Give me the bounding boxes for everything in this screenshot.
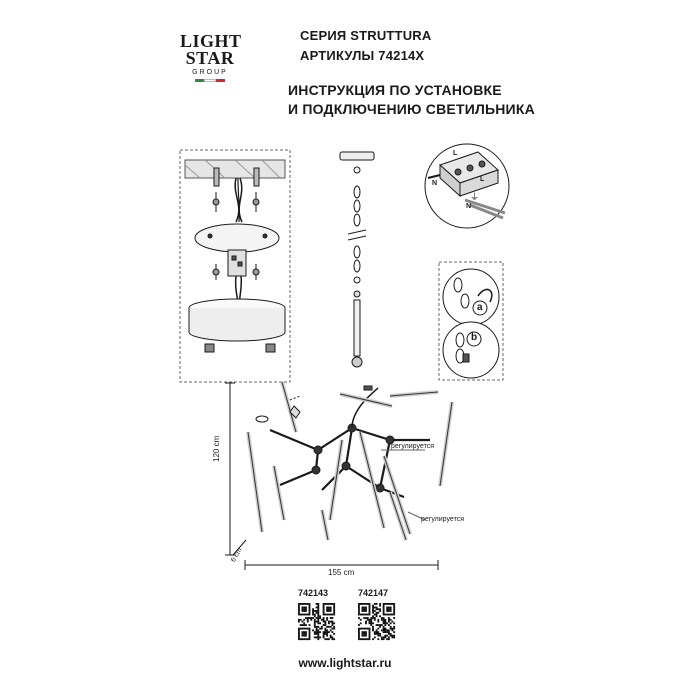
article-code-2: 742147 bbox=[358, 588, 389, 598]
suspension-chain-and-rod bbox=[339, 151, 375, 368]
wiring-label-n: N bbox=[432, 180, 438, 187]
website-url[interactable]: www.lightstar.ru bbox=[298, 656, 392, 670]
articles-title: АРТИКУЛЫ 74214X bbox=[300, 48, 425, 63]
chandelier-dimension-drawing bbox=[225, 381, 454, 570]
ceiling-mount-exploded-view bbox=[179, 149, 291, 383]
instruction-title-line-2: И ПОДКЛЮЧЕНИЮ СВЕТИЛЬНИКА bbox=[288, 101, 535, 117]
wiring-diagram bbox=[424, 143, 510, 229]
logo-line-3: GROUP bbox=[192, 69, 228, 76]
adjustable-label-2: регулируется bbox=[421, 516, 464, 523]
wiring-label-l: L bbox=[453, 150, 458, 157]
step-a-label: a bbox=[477, 302, 483, 313]
article-code-1: 742143 bbox=[298, 588, 329, 598]
dimension-height: 120 cm bbox=[212, 435, 221, 462]
qr-code-742143 bbox=[298, 603, 336, 641]
assembly-steps-a-b bbox=[438, 261, 504, 381]
brand-logo: LIGHT STAR GROUP bbox=[180, 31, 242, 82]
logo-line-1: LIGHT bbox=[180, 31, 242, 51]
instruction-title-line-1: ИНСТРУКЦИЯ ПО УСТАНОВКЕ bbox=[288, 82, 502, 98]
wiring-label-n-2: N bbox=[466, 203, 472, 210]
wiring-label-l-2: L bbox=[480, 176, 485, 183]
dimension-width: 155 cm bbox=[328, 568, 355, 577]
qr-code-742147 bbox=[358, 603, 396, 641]
logo-line-2: STAR bbox=[185, 48, 235, 68]
italian-flag-icon bbox=[195, 79, 225, 82]
adjustable-label-1: регулируется bbox=[391, 443, 434, 450]
ground-icon: ⏚ bbox=[470, 192, 480, 202]
series-title: СЕРИЯ STRUTTURA bbox=[300, 28, 432, 43]
step-b-label: b bbox=[471, 332, 478, 343]
